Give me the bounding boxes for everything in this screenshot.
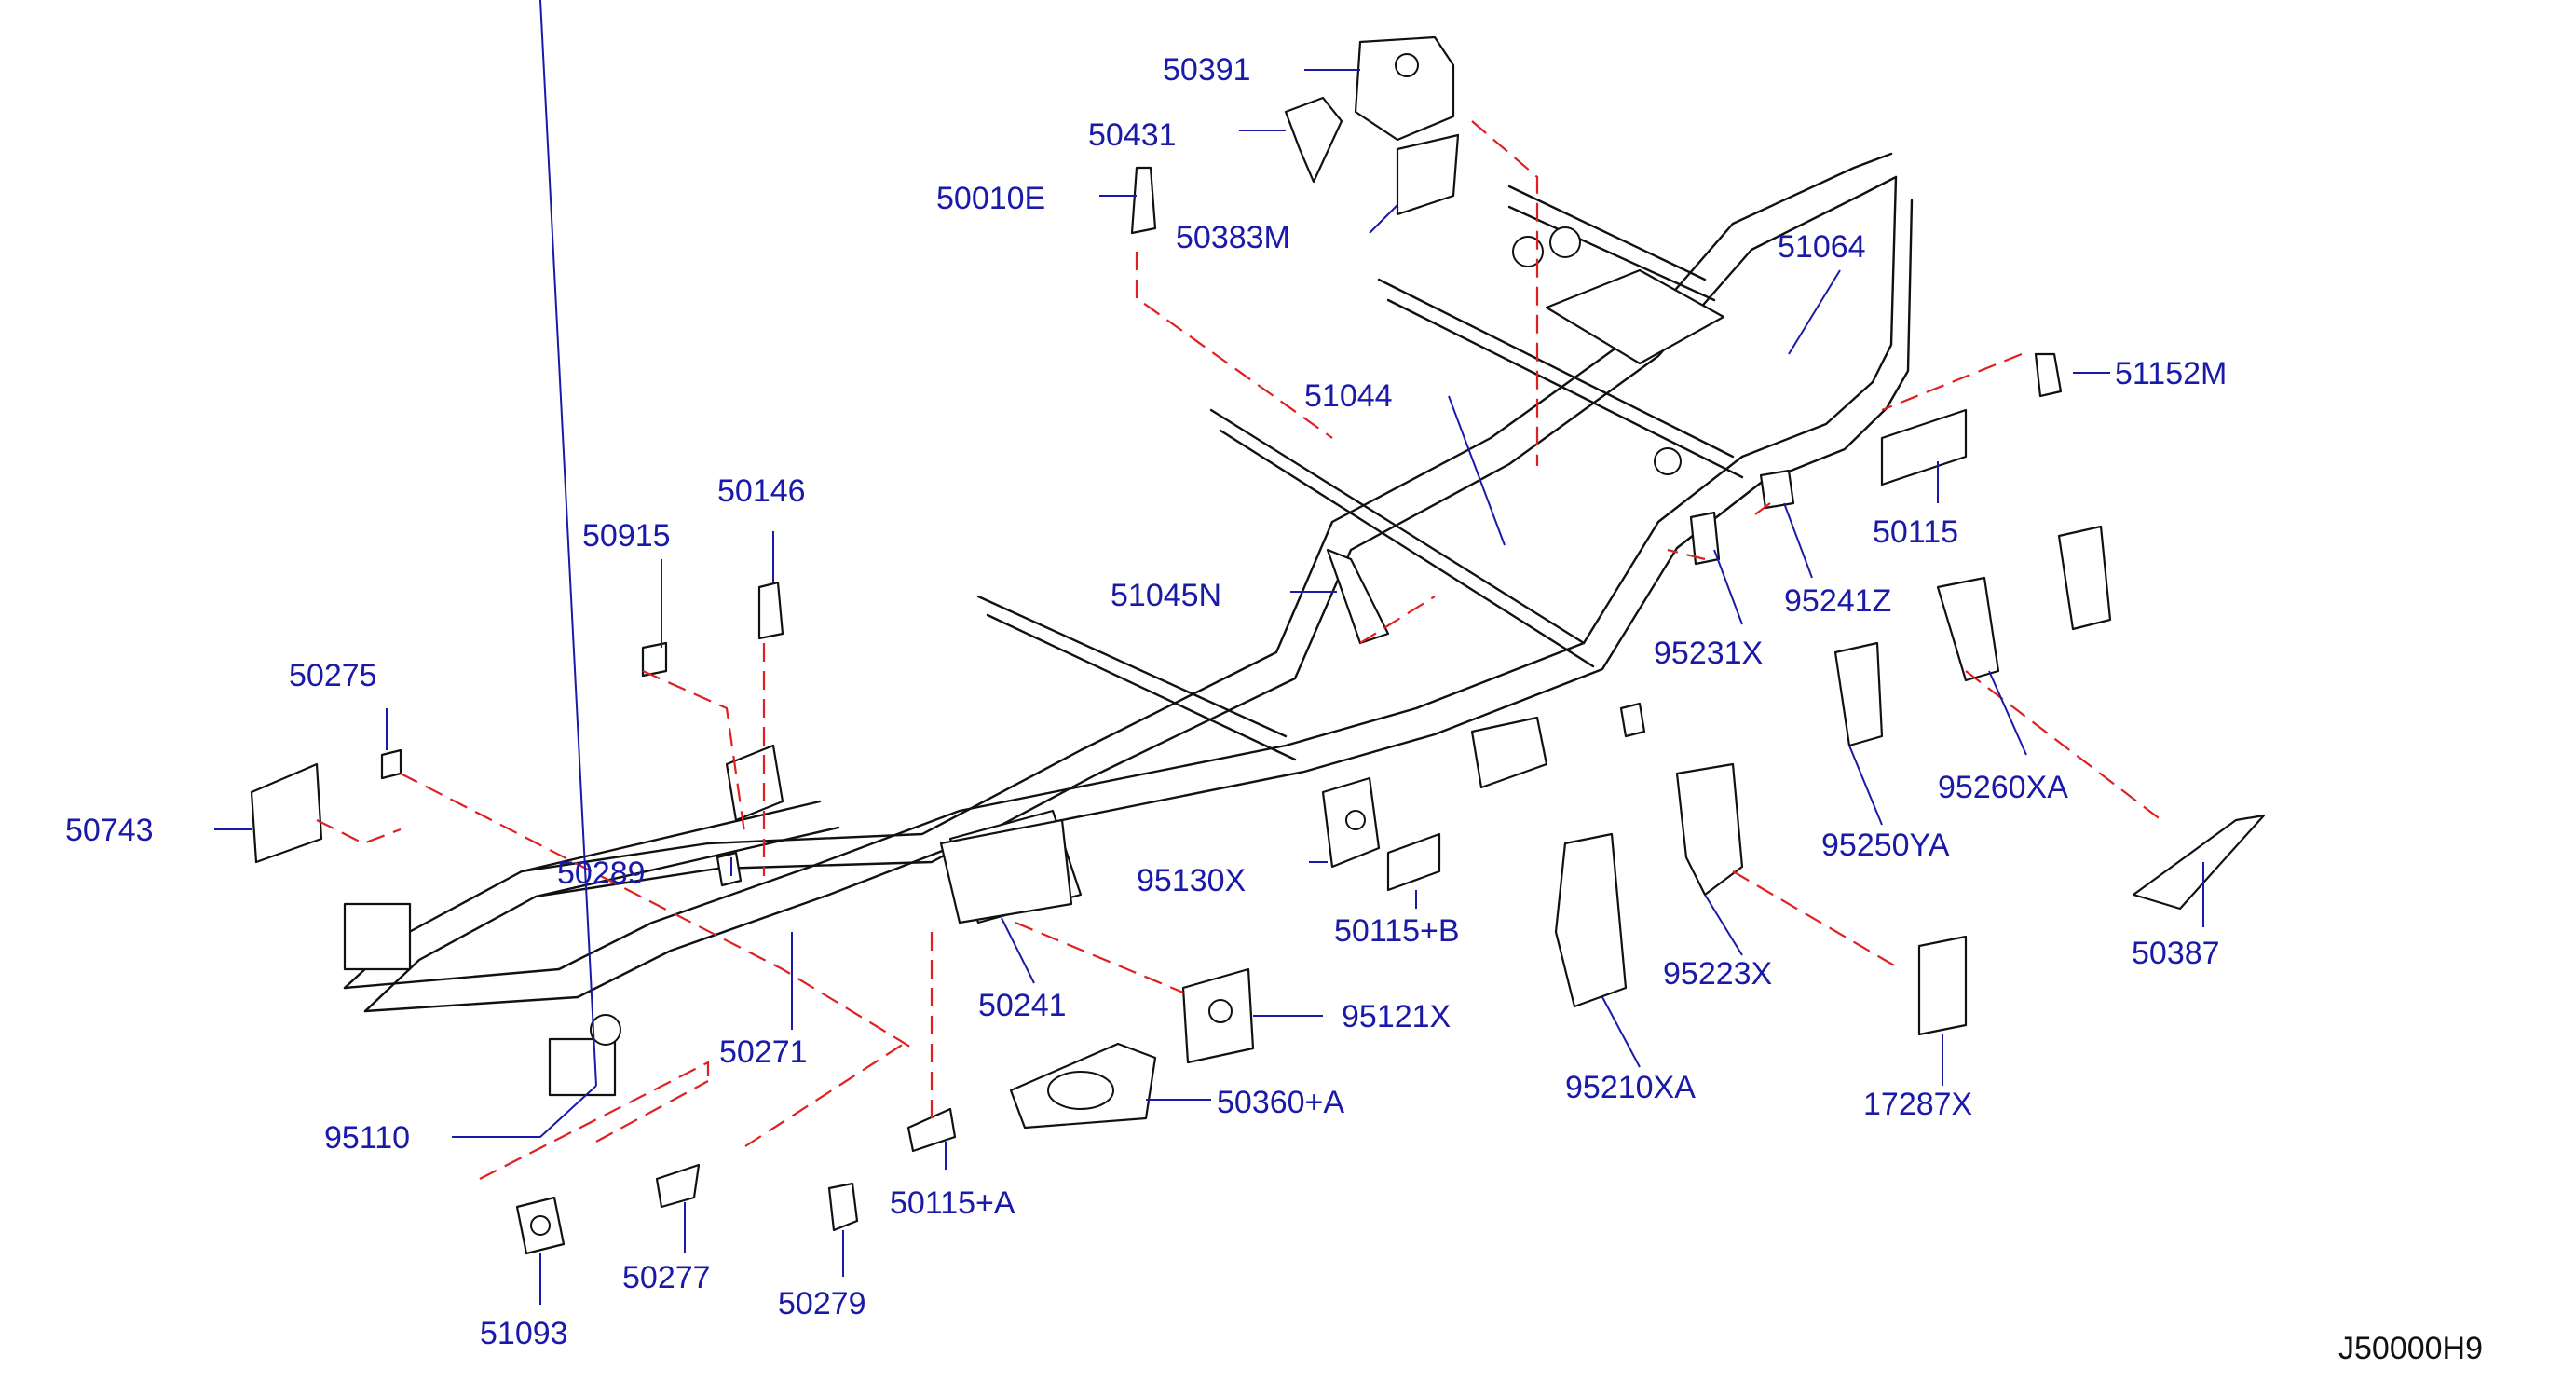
label-95130X: 95130X [1137,863,1246,898]
label-50241: 50241 [978,988,1067,1023]
part-95210XA-shape [1554,832,1628,1008]
label-95241Z: 95241Z [1784,583,1891,619]
chassis-frame [343,152,1914,1097]
label-95260XA: 95260XA [1938,770,2068,805]
label-51045N: 51045N [1111,578,1221,613]
label-50743: 50743 [65,813,154,848]
part-95241Z-shape [1759,469,1795,510]
part-50743-shape [250,762,323,864]
part-17287X-shape [1917,935,1968,1036]
part-51054NA-shape [1619,702,1646,738]
label-50115B: 50115+B [1334,913,1460,949]
part-50915-shape [641,641,668,678]
label-95223X: 95223X [1663,956,1772,992]
label-50391: 50391 [1163,52,1251,88]
loose-parts [250,35,2266,1255]
label-95210XA: 95210XA [1565,1070,1696,1105]
part-50279-shape [827,1182,859,1232]
part-50010E-shape [1130,166,1157,235]
label-17287X: 17287X [1863,1087,1972,1122]
label-50360A: 50360+A [1217,1085,1344,1120]
part-50387-shape [2132,814,2266,911]
label-50387: 50387 [2132,936,2220,971]
part-50115A-shape [906,1107,957,1153]
part-50383M-shape [1396,133,1460,216]
diagram-code: J50000H9 [2338,1331,2483,1366]
label-50383M: 50383M [1176,220,1290,255]
label-51044: 51044 [1304,378,1393,414]
part-50277-shape [655,1163,701,1209]
part-95231X-shape [1689,511,1721,566]
label-50271: 50271 [719,1034,808,1070]
part-95260XA-shape [1936,576,2000,682]
label-95110: 95110 [324,1120,410,1156]
part-50275-shape [380,748,402,780]
part-50115B-shape [1386,832,1441,892]
label-95121X: 95121X [1342,999,1451,1034]
label-51152M: 51152M [2115,356,2227,391]
part-50115-shape [1880,408,1968,486]
part-50241-shape [939,818,1073,924]
assembly-guide-lines [316,120,2162,1180]
part-50391-shape [1354,35,1455,142]
label-51064: 51064 [1778,229,1866,265]
part-labels: 50391 50431 50010E 50383M 51064 51152M 5… [65,52,2227,1351]
part-50431-shape [1284,96,1343,184]
part-95223X-shape [1675,762,1744,897]
part-50146-shape [757,581,784,640]
label-50010E: 50010E [936,181,1045,216]
label-50275: 50275 [289,658,377,693]
part-95270Y-shape [2057,525,2112,631]
part-50289-shape [716,851,743,887]
part-51152M-shape [2034,352,2063,398]
part-95250YA-shape [1833,641,1884,747]
label-95250YA: 95250YA [1821,828,1950,863]
leader-lines [214,0,2204,1305]
label-50115A: 50115+A [890,1185,1015,1221]
label-50289: 50289 [557,856,646,891]
label-51093: 51093 [480,1316,568,1351]
label-50146: 50146 [717,473,806,509]
label-50115: 50115 [1873,514,1958,550]
part-51045N-shape [1326,548,1390,645]
label-50915: 50915 [582,518,671,554]
label-50279: 50279 [778,1286,866,1321]
label-50431: 50431 [1088,117,1177,153]
label-50277: 50277 [622,1260,711,1295]
part-50231-shape [1470,716,1548,789]
label-95231X: 95231X [1654,636,1763,671]
